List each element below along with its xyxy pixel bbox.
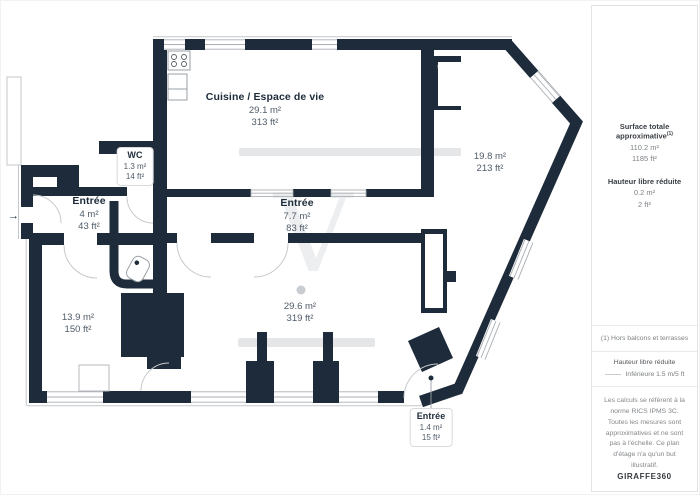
room-label-piece-gauche: 13.9 m² 150 ft² bbox=[61, 312, 95, 336]
room-label-piece-droite: 19.8 m² 213 ft² bbox=[473, 151, 507, 175]
legend-label: Inférieure 1.5 m/5 ft bbox=[625, 371, 685, 379]
reduced-height-zones bbox=[238, 148, 461, 347]
reduced-height-ft2: 2 ft² bbox=[638, 199, 651, 209]
disclaimer-section: Les calculs se réfèrent à la norme RICS … bbox=[592, 385, 697, 491]
reduced-height-zone-kitchen bbox=[239, 148, 461, 156]
room-label-piece-basse: 29.6 m² 319 ft² bbox=[283, 301, 317, 325]
kitchen-counter-icon bbox=[167, 73, 188, 101]
room-label-entree-centrale: Entrée 7.7 m² 83 ft² bbox=[280, 197, 314, 234]
reduced-height-zone-living bbox=[238, 338, 375, 347]
camera-point bbox=[296, 285, 306, 295]
fixtures bbox=[78, 50, 461, 392]
reduced-height-title: Hauteur libre réduite bbox=[607, 176, 682, 186]
room-label-entree-basse: Entrée 1.4 m² 15 ft² bbox=[409, 408, 453, 448]
niche bbox=[438, 62, 461, 106]
floorplan-drawing: V bbox=[6, 36, 583, 408]
room-label-wc: WC 1.3 m² 14 ft² bbox=[116, 147, 154, 187]
furniture-icon bbox=[78, 364, 110, 392]
room-label-cuisine: Cuisine / Espace de vie 29.1 m² 313 ft² bbox=[205, 91, 325, 128]
stove-icon bbox=[167, 50, 191, 71]
legend-title: Hauteur libre réduite bbox=[613, 359, 676, 367]
surface-summary: Surface totale approximative(1) 110.2 m²… bbox=[592, 6, 697, 325]
entry-arrow-icon: → bbox=[8, 210, 19, 222]
room-label-entree-gauche: Entrée 4 m² 43 ft² bbox=[72, 195, 106, 232]
info-panel: Surface totale approximative(1) 110.2 m²… bbox=[591, 5, 698, 492]
giraffe360-logo: GIRAFFE360 bbox=[617, 472, 672, 481]
disclaimer-text: Les calculs se réfèrent à la norme RICS … bbox=[604, 396, 685, 470]
surface-total-title: Surface totale approximative(1) bbox=[616, 121, 673, 141]
toilet-icon bbox=[126, 255, 150, 283]
footnote: (1) Hors balcons et terrasses bbox=[592, 324, 697, 352]
surface-total-m2: 110.2 m² bbox=[629, 142, 660, 152]
windows bbox=[47, 39, 561, 403]
legend-row: Inférieure 1.5 m/5 ft bbox=[604, 371, 685, 379]
reduced-height-m2: 0.2 m² bbox=[633, 188, 656, 198]
legend-line-icon bbox=[604, 374, 621, 376]
label-connector bbox=[428, 375, 434, 408]
floorplan-canvas: V bbox=[1, 1, 589, 496]
surface-total-ft2: 1185 ft² bbox=[632, 154, 657, 164]
wardrobe-icon bbox=[425, 234, 443, 308]
legend: Hauteur libre réduite Inférieure 1.5 m/5… bbox=[592, 351, 697, 386]
